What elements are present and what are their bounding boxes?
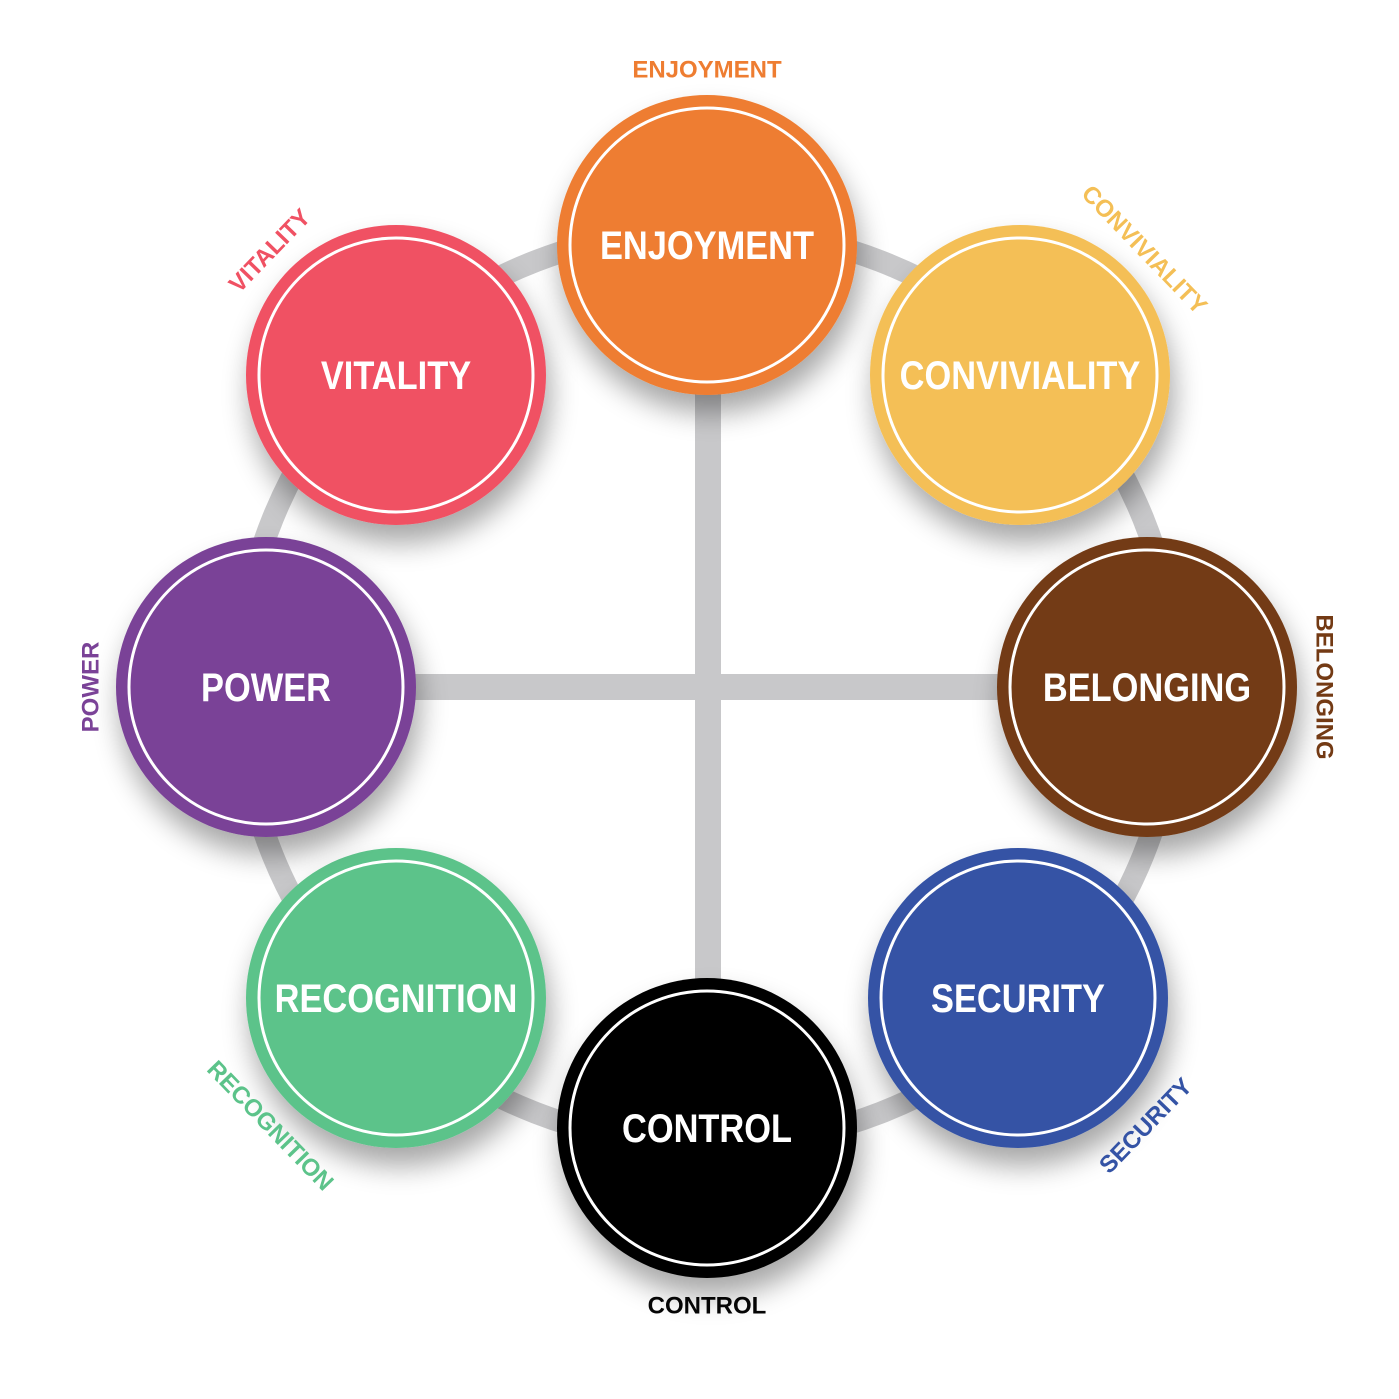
- node-inner-ring: [879, 859, 1157, 1137]
- node-circle: [557, 978, 857, 1278]
- node-circle: [246, 225, 546, 525]
- node-label: SECURITY: [931, 975, 1105, 1020]
- node-power: POWER: [116, 537, 416, 837]
- outer-label-enjoyment: ENJOYMENT: [632, 57, 782, 84]
- node-inner-ring: [1008, 548, 1286, 826]
- node-circle: [246, 848, 546, 1148]
- node-inner-ring: [568, 989, 846, 1267]
- node-security: SECURITY: [868, 848, 1168, 1148]
- node-circle: [997, 537, 1297, 837]
- node-circle: [557, 95, 857, 395]
- node-enjoyment: ENJOYMENT: [557, 95, 857, 395]
- node-inner-ring: [881, 236, 1159, 514]
- node-label: POWER: [201, 664, 331, 709]
- node-label: ENJOYMENT: [600, 222, 814, 267]
- node-belonging: BELONGING: [997, 537, 1297, 837]
- outer-label-control: CONTROL: [648, 1293, 767, 1320]
- node-vitality: VITALITY: [246, 225, 546, 525]
- node-inner-ring: [257, 236, 535, 514]
- node-circle: [868, 848, 1168, 1148]
- node-circle: [870, 225, 1170, 525]
- node-label: RECOGNITION: [275, 975, 518, 1020]
- node-label: VITALITY: [321, 352, 471, 397]
- node-recognition: RECOGNITION: [246, 848, 546, 1148]
- node-inner-ring: [257, 859, 535, 1137]
- outer-label-belonging: BELONGING: [1311, 614, 1338, 759]
- node-label: CONVIVIALITY: [900, 352, 1141, 397]
- node-conviviality: CONVIVIALITY: [870, 225, 1170, 525]
- node-inner-ring: [568, 106, 846, 384]
- node-layer: ENJOYMENT CONVIVIALITY BELONGING SECURITY CO…: [116, 95, 1297, 1278]
- node-control: CONTROL: [557, 978, 857, 1278]
- node-inner-ring: [127, 548, 405, 826]
- node-label: CONTROL: [622, 1105, 792, 1150]
- node-circle: [116, 537, 416, 837]
- node-label: BELONGING: [1043, 664, 1251, 709]
- outer-label-power: POWER: [78, 642, 105, 733]
